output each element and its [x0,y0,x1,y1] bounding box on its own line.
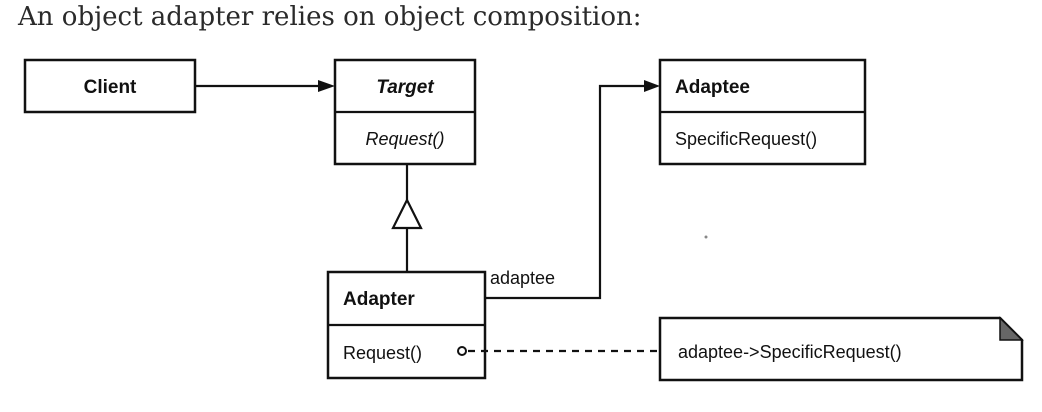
client-target-association [195,80,335,92]
note-connector-dot [457,346,467,356]
adaptee-class-name: Adaptee [675,77,750,98]
note-box [658,316,1024,382]
adapter-adaptee-association: adaptee [485,80,660,300]
caption: An object adapter relies on object compo… [18,2,642,32]
client-class-name: Client [84,77,137,98]
target-class-operation: Request() [365,129,444,149]
note-folded-corner [999,316,1024,341]
client-class-box [23,58,197,114]
note-text: adaptee->SpecificRequest() [678,342,902,362]
client-target-arrowhead [318,80,335,92]
implementation-note: adaptee->SpecificRequest() [658,316,1024,382]
adapter-adaptee-line [485,84,648,300]
adapter-adaptee-arrowhead [644,80,660,92]
association-label: adaptee [490,268,555,288]
target-class-name: Target [376,77,434,98]
note-connector [457,346,660,356]
adapter-target-inheritance [391,164,423,272]
adapter-class-name: Adapter [343,289,415,310]
adapter-class: Adapter Request() [326,270,487,380]
adaptee-class-operation: SpecificRequest() [675,129,817,149]
target-class: Target Request() [333,58,477,166]
speck [704,235,708,239]
adaptee-class: Adaptee SpecificRequest() [658,58,867,166]
client-class: Client [23,58,197,114]
inheritance-triangle [391,197,423,230]
adapter-class-operation: Request() [343,343,422,363]
